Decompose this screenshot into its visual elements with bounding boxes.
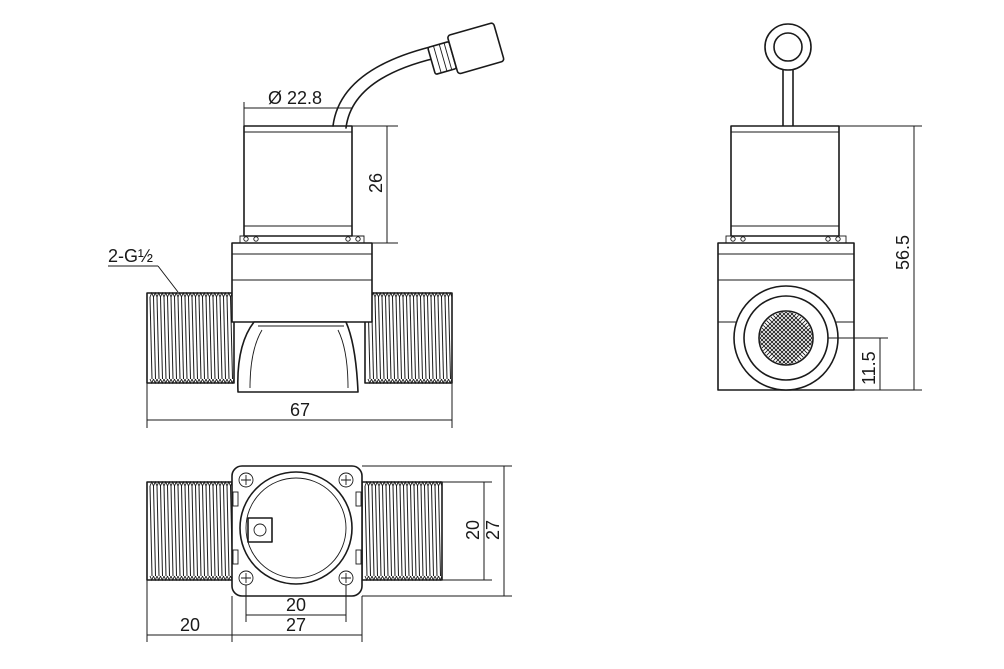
front-cable [332,46,431,127]
front-coil [243,125,353,237]
dim-overall-length: 67 [290,400,310,420]
dim-port-center-height: 11.5 [859,351,879,385]
front-right-thread [364,291,453,385]
top-dimensions: 20 27 20 27 20 [146,465,512,642]
front-left-thread [146,291,235,385]
front-flare [237,321,359,393]
dim-flange-inner-height: 20 [463,520,483,540]
side-coil [730,125,840,237]
front-view [146,22,505,393]
top-view [146,465,443,597]
dim-thread-spec: 2-G½ [108,246,153,266]
side-cable-ring [764,23,812,71]
side-dimensions: 56.5 11.5 [828,125,922,391]
dim-coil-diameter: Ø 22.8 [268,88,322,108]
side-view [717,23,855,391]
dim-flange-inner-width: 20 [286,595,306,615]
side-inlet-port [733,285,839,391]
top-left-thread [146,480,235,582]
dim-coil-height: 26 [366,173,386,193]
top-pilot-square [247,517,273,543]
front-valve-body [231,242,373,323]
front-connector [427,22,505,75]
inlet-filter-mesh [760,312,812,364]
top-flange [231,465,363,597]
front-dimensions: Ø 22.8 26 2-G½ 67 [108,88,453,428]
dim-port-length: 20 [180,615,200,635]
dim-flange-outer-width: 27 [286,615,306,635]
top-right-thread [361,480,443,582]
dim-flange-outer-height: 27 [483,520,503,540]
dim-overall-height: 56.5 [893,235,913,270]
